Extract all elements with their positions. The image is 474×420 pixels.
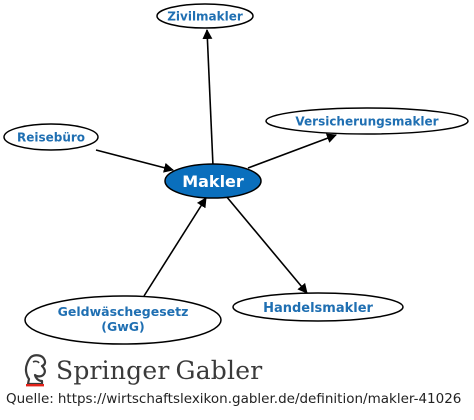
node-zivilmakler: Zivilmakler [156, 3, 254, 29]
brand-sub: Gabler [175, 355, 263, 385]
node-handelsmakler-label: Handelsmakler [263, 301, 373, 316]
node-reisebuero: Reisebüro [3, 123, 99, 151]
node-makler-center: Makler [164, 163, 262, 199]
node-handelsmakler: Handelsmakler [232, 292, 404, 322]
node-versicherungsmakler: Versicherungsmakler [265, 107, 469, 135]
concept-diagram: Zivilmakler Versicherungsmakler Reisebür… [3, 3, 469, 345]
node-geldwaeschegesetz-label-line1: Geldwäschegesetz [58, 304, 189, 319]
springer-horse-logo-icon [24, 354, 47, 387]
node-versicherungsmakler-label: Versicherungsmakler [295, 115, 438, 129]
node-reisebuero-label: Reisebüro [17, 131, 85, 145]
edge-makler-to-handelsmakler [225, 195, 308, 294]
source-label: Quelle: [6, 391, 54, 407]
node-makler-label: Makler [182, 172, 244, 191]
source-line: Quelle:https://wirtschaftslexikon.gabler… [6, 391, 461, 407]
edge-makler-to-zivilmakler [202, 29, 214, 167]
source-url: https://wirtschaftslexikon.gabler.de/def… [57, 391, 462, 407]
node-zivilmakler-label: Zivilmakler [167, 10, 243, 24]
node-geldwaeschegesetz-label-line2: (GwG) [101, 319, 145, 334]
node-geldwaeschegesetz: Geldwäschegesetz (GwG) [24, 295, 222, 345]
edge-makler-to-versicherungsmakler [247, 133, 337, 169]
brand-name: Springer [56, 355, 170, 385]
edge-geldwaeschegesetz-to-makler [143, 197, 207, 297]
edge-reisebuero-to-makler [95, 149, 174, 173]
